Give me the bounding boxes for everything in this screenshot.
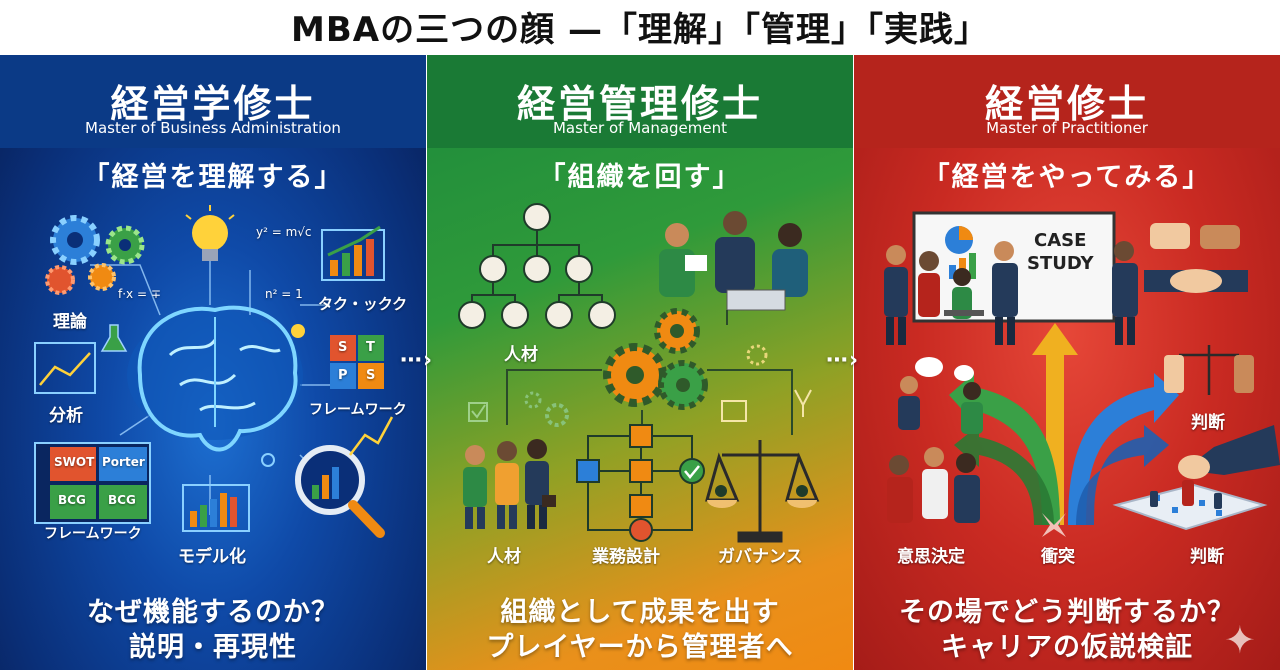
formula-text: y² = m√c [256,225,312,239]
panel-footer-line1: 組織として成果を出す [500,597,780,628]
understanding-illustration [34,205,394,538]
panel-subtitle: Master of Business Administration [85,119,341,137]
formula-text: f·x = ∓ [118,287,161,301]
panel-management: 経営管理修士 Master of Management 「組織を回す」 [427,55,853,670]
panel-header-band [854,55,1280,148]
management-illustration [458,203,820,543]
award-icon [794,389,812,417]
panel-practice: 経営修士 Master of Practitioner 「経営をやってみる」 [854,55,1280,670]
panel-motto: 「経営を理解する」 [82,162,344,193]
small-search-icon [261,453,275,467]
gear-icon [524,308,768,427]
formula-text: n² = 1 [265,287,303,301]
panel-title: 経営管理修士 [516,82,763,126]
brain-icon [127,305,303,452]
grid-cell: SWOT [54,455,95,469]
label-decision: 意思決定 [897,547,965,567]
label-people: 人材 [487,547,521,567]
hand-icon [1164,355,1184,393]
chess-board-icon [1112,425,1280,531]
meeting-people [659,211,808,311]
trend-line-icon [349,416,394,456]
bar-chart-icon [321,225,385,281]
stp-matrix [330,335,384,389]
conflict-icon [1042,513,1066,537]
grid-cell: Porter [102,455,145,469]
panel-footer-line1: なぜ機能するのか？ [87,597,339,628]
handshake-icon [1144,223,1248,293]
crossroads-arrows [949,323,1179,525]
label-people: 人材 [504,345,538,365]
person-icon [458,203,616,329]
matrix-cell: P [338,368,348,383]
label-theory: 理論 [53,312,87,332]
magnifier-icon [295,445,385,538]
strategy-grid [34,442,151,524]
panel-footer-line2: プレイヤーから管理者へ [486,632,794,663]
panel-title: 経営修士 [984,82,1149,126]
label-analysis: 分析 [49,406,83,426]
panel-understanding: 経営学修士 Master of Business Administration … [0,55,426,670]
practice-illustration [884,211,1280,537]
label-governance: ガバナンス [718,547,803,567]
flow-arrow-icon: ⋯› [400,348,434,373]
meeting-people [884,241,1138,345]
panel-subtitle: Master of Practitioner [986,119,1148,137]
panel-header-band [427,55,853,148]
label-judgment: 判断 [1190,547,1224,567]
calendar-icon [721,400,747,422]
model-chart-icon [182,484,250,532]
panel-motto: 「経営をやってみる」 [922,162,1212,193]
grid-cell: BCG [58,493,86,507]
flow-arrow-icon: ⋯› [826,348,860,373]
label-framework: フレームワーク [309,402,407,418]
label-framework: フレームワーク [44,526,142,542]
discussion-people [898,357,983,434]
matrix-cell: T [366,340,375,355]
label-model: モデル化 [178,547,246,567]
flask-icon [100,324,128,352]
panel-title: 経営学修士 [110,82,316,126]
case-label: CASE [1034,230,1087,251]
label-judgment: 判断 [1191,413,1225,433]
panel-footer-line2: 説明・再現性 [129,632,297,663]
sparkle-icon: ✦ [1224,618,1256,662]
study-label: STUDY [1027,253,1094,274]
grid-cell: BCG [108,493,136,507]
checkbox-icon [468,402,488,422]
panel-footer-line1: その場でどう判断するか？ [899,597,1235,628]
lightbulb-icon [185,205,235,261]
line-graph-icon [34,342,96,394]
small-bulb-icon [291,324,305,338]
scale-icon [1179,345,1239,395]
panel-subtitle: Master of Management [552,119,728,137]
matrix-cell: S [338,340,348,355]
panel-motto: 「組織を回す」 [538,162,742,193]
label-technique: タク・ックク [318,295,408,313]
business-people [463,439,556,529]
matrix-cell: S [366,368,376,383]
flowchart [576,424,705,542]
debating-people [887,447,980,523]
hand-icon [1234,355,1254,393]
page-title: MBAの三つの顔 —「理解」「管理」「実践」 [0,0,1280,52]
label-process: 業務設計 [592,547,660,567]
gear-icon [45,215,145,295]
panel-header-band [0,55,426,148]
panel-footer-line2: キャリアの仮説検証 [941,632,1193,663]
label-conflict: 衝突 [1041,547,1075,567]
